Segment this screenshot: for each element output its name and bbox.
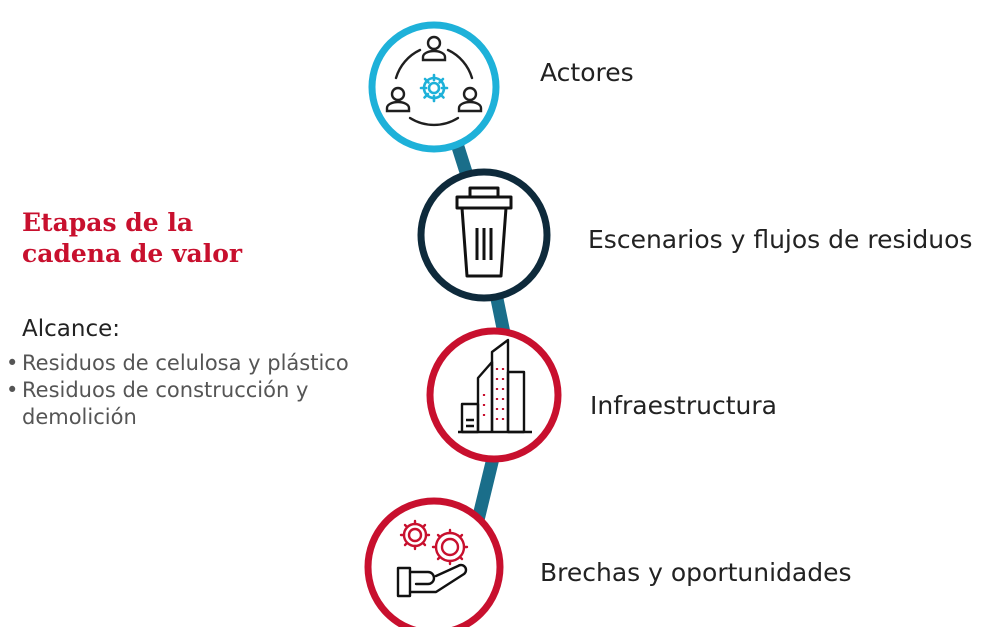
scope-item: Residuos de celulosa y plástico <box>6 350 426 377</box>
stage-label-infraestructura: Infraestructura <box>590 391 777 420</box>
stage-label-escenarios: Escenarios y flujos de residuos <box>588 225 973 254</box>
stage-circle-actores <box>368 21 500 153</box>
scope-list: Residuos de celulosa y plástico Residuos… <box>6 350 426 431</box>
stage-label-actores: Actores <box>540 58 634 87</box>
title-line-1: Etapas de la <box>22 208 194 237</box>
stage-label-brechas: Brechas y oportunidades <box>540 558 852 587</box>
buildings-icon <box>458 338 532 434</box>
hand-gears-icon <box>396 519 469 598</box>
stage-circle-infraestructura <box>426 327 562 463</box>
title-line-2: cadena de valor <box>22 239 243 268</box>
stage-circle-brechas <box>364 497 504 627</box>
scope-item: Residuos de construcción y demolición <box>6 377 402 431</box>
trash-can-icon <box>455 186 513 278</box>
scope-heading: Alcance: <box>22 316 120 342</box>
diagram-title: Etapas de la cadena de valor <box>22 207 242 269</box>
people-gear-icon <box>385 35 483 127</box>
stage-circle-escenarios <box>417 168 551 302</box>
